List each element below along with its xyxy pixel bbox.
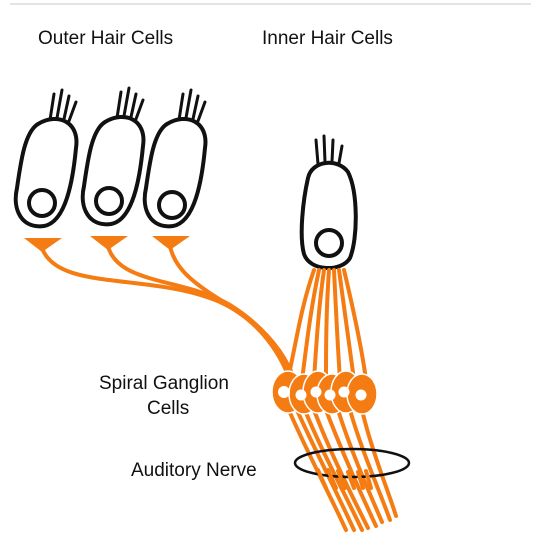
auditory-nerve-fibers <box>288 408 396 530</box>
spiral-ganglion-label-line1: Spiral Ganglion <box>99 373 229 394</box>
outer-hair-cell-fibers <box>42 246 296 384</box>
auditory-nerve-label: Auditory Nerve <box>131 460 257 481</box>
spiral-ganglion-cells <box>272 371 377 414</box>
inner-hair-cell-fibers <box>288 270 366 380</box>
spiral-ganglion-label-line2: Cells <box>147 398 189 419</box>
outer-hair-cell-1 <box>16 90 77 226</box>
outer-hair-cells-label: Outer Hair Cells <box>38 28 173 49</box>
outer-hair-cell-2 <box>83 88 144 224</box>
inner-hair-cell <box>302 136 356 268</box>
inner-hair-cells-label: Inner Hair Cells <box>262 28 393 49</box>
outer-hair-cell-terminals <box>24 236 190 252</box>
outer-hair-cell-3 <box>145 90 206 226</box>
